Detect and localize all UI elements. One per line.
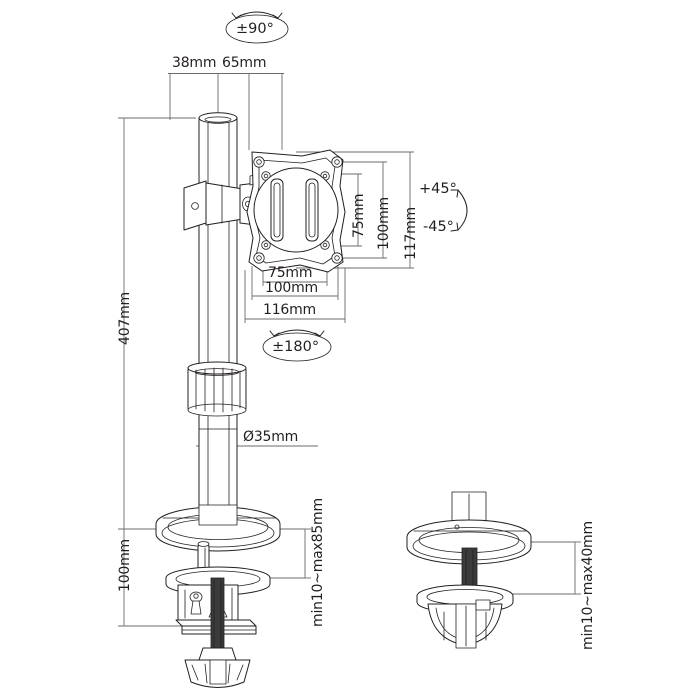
dimension-total-height-407: 407mm xyxy=(117,292,133,345)
rotation-badge-graphics xyxy=(225,11,468,362)
grommet-desk-mount xyxy=(406,491,532,649)
dimension-grommet-range: min10~max40mm xyxy=(580,521,596,650)
dimension-plate-height-117: 117mm xyxy=(403,207,419,260)
height-adjust-collar xyxy=(187,361,247,417)
pan-rotation-badge: ±90° xyxy=(236,21,274,37)
dimension-offset-38: 38mm xyxy=(172,55,217,71)
dimension-clamp-range: min10~max85mm xyxy=(310,498,326,627)
monitor-pole-assembly xyxy=(198,112,238,525)
dimension-pole-diameter: Ø35mm xyxy=(243,429,299,445)
swivel-rotation-badge: ±180° xyxy=(272,339,320,355)
clamp-desk-mount xyxy=(155,504,281,688)
tilt-down-label: -45° xyxy=(423,219,454,235)
tilt-up-label: +45° xyxy=(419,181,457,197)
dimension-vesa-horizontal-100: 100mm xyxy=(265,280,318,296)
dimension-vesa-vertical-100: 100mm xyxy=(376,197,392,250)
dimension-vesa-horizontal-75: 75mm xyxy=(268,265,313,281)
dimension-vesa-vertical-75: 75mm xyxy=(351,193,367,238)
dimension-plate-width-116: 116mm xyxy=(263,302,316,318)
dimension-offset-65: 65mm xyxy=(222,55,267,71)
dimension-clamp-height-100: 100mm xyxy=(117,539,133,592)
vesa-mounting-plate xyxy=(246,149,346,273)
